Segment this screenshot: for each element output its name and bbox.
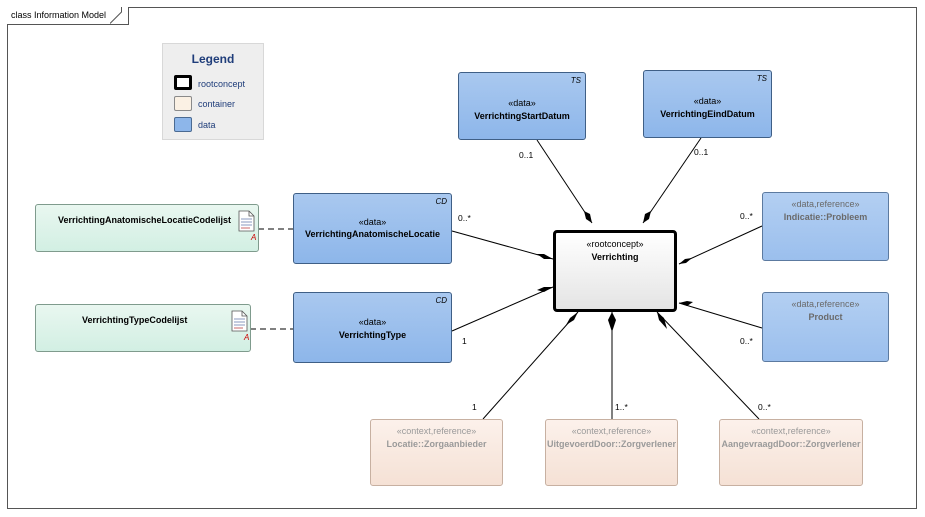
stereotype-label: «rootconcept» xyxy=(586,239,644,249)
connector-zorgaanbieder xyxy=(482,311,579,420)
connector-indicatie xyxy=(678,225,763,265)
stereotype-label: «context,reference» xyxy=(751,426,831,436)
node-name: VerrichtingAnatomischeLocatie xyxy=(304,229,441,239)
stereotype-label: «data,reference» xyxy=(791,199,860,209)
diamond-locatie xyxy=(537,254,553,259)
frame-notch xyxy=(110,7,122,24)
node-name: Verrichting xyxy=(591,252,639,262)
stereotype-label: «data» xyxy=(508,98,536,108)
node-verrichting-anatomische-locatie[interactable]: CD «data» VerrichtingAnatomischeLocatie xyxy=(293,193,452,264)
legend-label-data: data xyxy=(198,120,216,130)
node-name: VerrichtingAnatomischeLocatieCodelijst xyxy=(58,215,232,225)
node-verrichting-root[interactable]: «rootconcept» Verrichting xyxy=(553,230,677,312)
legend-label-rootconcept: rootconcept xyxy=(198,79,246,89)
multiplicity-indicatie: 0..* xyxy=(740,211,753,221)
node-name: VerrichtingEindDatum xyxy=(660,109,755,119)
node-verrichting-type-codelijst[interactable]: VerrichtingTypeCodelijst A xyxy=(35,304,251,352)
multiplicity-product: 0..* xyxy=(740,336,753,346)
legend: Legend rootconcept container data xyxy=(162,43,264,140)
document-icon: A xyxy=(231,310,249,341)
legend-title: Legend xyxy=(191,52,235,66)
diamond-product xyxy=(679,301,693,306)
connector-product xyxy=(678,302,763,329)
legend-swatch-data xyxy=(174,117,192,132)
type-tag: TS xyxy=(570,76,581,85)
diagram-frame xyxy=(7,7,917,509)
diamond-zorgaanbieder xyxy=(566,312,578,325)
legend-swatch-rootconcept xyxy=(174,75,192,90)
node-verrichting-anatomische-locatie-codelijst[interactable]: VerrichtingAnatomischeLocatieCodelijst A xyxy=(35,204,259,252)
type-tag: CD xyxy=(435,296,447,305)
diamond-start xyxy=(584,211,592,223)
diamond-type xyxy=(537,287,553,292)
diamond-indicatie xyxy=(679,258,692,264)
connector-eind xyxy=(642,137,702,224)
node-name: AangevraagdDoor::Zorgverlener xyxy=(721,439,861,449)
multiplicity-locatie: 0..* xyxy=(458,213,471,223)
stereotype-label: «data» xyxy=(693,96,722,106)
node-verrichting-eind-datum[interactable]: TS «data» VerrichtingEindDatum xyxy=(643,70,772,138)
multiplicity-uitgevoerd: 1..* xyxy=(615,402,628,412)
type-tag: CD xyxy=(435,197,447,206)
type-tag: TS xyxy=(756,74,767,83)
stereotype-label: «data» xyxy=(358,317,387,327)
node-indicatie-probleem[interactable]: «data,reference» Indicatie::Probleem xyxy=(762,192,889,261)
multiplicity-type: 1 xyxy=(462,336,467,346)
node-name: VerrichtingType xyxy=(338,330,407,340)
stereotype-label: «data» xyxy=(358,217,387,227)
stereotype-label: «context,reference» xyxy=(571,426,652,436)
connector-aangevraagd xyxy=(656,311,760,420)
legend-swatch-container xyxy=(174,96,192,111)
node-uitgevoerd-door-zorgverlener[interactable]: «context,reference» UitgevoerdDoor::Zorg… xyxy=(545,419,678,486)
node-name: UitgevoerdDoor::Zorgverlener xyxy=(546,439,677,449)
legend-label-container: container xyxy=(198,99,236,109)
node-name: VerrichtingStartDatum xyxy=(474,111,570,121)
node-name: Product xyxy=(808,312,843,322)
node-name: Indicatie::Probleem xyxy=(783,212,868,222)
multiplicity-eind: 0..1 xyxy=(694,147,709,157)
document-icon: A xyxy=(238,210,256,241)
node-locatie-zorgaanbieder[interactable]: «context,reference» Locatie::Zorgaanbied… xyxy=(370,419,503,486)
diamond-eind xyxy=(643,211,651,223)
stereotype-label: «context,reference» xyxy=(396,426,477,436)
diamond-uitgevoerd xyxy=(608,312,616,332)
node-verrichting-type[interactable]: CD «data» VerrichtingType xyxy=(293,292,452,363)
connector-start xyxy=(536,139,593,224)
connector-type xyxy=(451,286,554,332)
svg-text:A: A xyxy=(243,333,249,341)
frame-title: class Information Model xyxy=(7,7,130,25)
multiplicity-zorgaanbieder: 1 xyxy=(472,402,477,412)
connector-locatie xyxy=(451,230,554,260)
multiplicity-aangevraagd: 0..* xyxy=(758,402,771,412)
stereotype-label: «data,reference» xyxy=(791,299,860,309)
diamond-aangevraagd xyxy=(657,312,667,329)
svg-text:A: A xyxy=(250,233,256,241)
node-verrichting-start-datum[interactable]: TS «data» VerrichtingStartDatum xyxy=(458,72,586,140)
node-name: VerrichtingTypeCodelijst xyxy=(82,315,188,325)
multiplicity-start: 0..1 xyxy=(519,150,534,160)
node-product[interactable]: «data,reference» Product xyxy=(762,292,889,362)
node-name: Locatie::Zorgaanbieder xyxy=(386,439,487,449)
node-aangevraagd-door-zorgverlener[interactable]: «context,reference» AangevraagdDoor::Zor… xyxy=(719,419,863,486)
